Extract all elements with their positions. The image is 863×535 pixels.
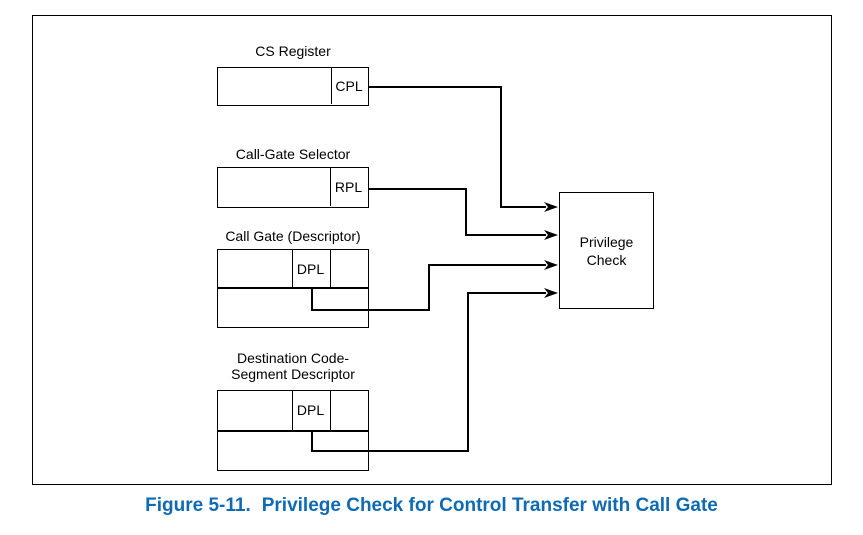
call-gate-descriptor-cell-divider-right — [329, 250, 331, 287]
cs-register-field-divider — [330, 68, 332, 104]
figure-caption-number: Figure 5-11. — [145, 495, 251, 516]
call-gate-selector-box: RPL — [217, 167, 369, 208]
destination-descriptor-title-line2: Segment Descriptor — [231, 366, 355, 382]
destination-descriptor-title: Destination Code- Segment Descriptor — [217, 350, 369, 382]
privilege-check-label-line1: Privilege — [579, 233, 634, 250]
destination-dpl-field-label: DPL — [296, 402, 325, 419]
destination-descriptor-cell-divider-left — [291, 391, 293, 430]
figure-border — [32, 15, 832, 485]
privilege-check-label-line2: Check — [586, 251, 627, 268]
cpl-field-label: CPL — [335, 78, 363, 94]
call-gate-selector-title: Call-Gate Selector — [235, 146, 351, 162]
destination-descriptor-cell-divider-right — [329, 391, 331, 430]
call-gate-descriptor-cell-divider-left — [291, 250, 293, 287]
cs-register-title: CS Register — [255, 43, 331, 59]
call-gate-descriptor-title: Call Gate (Descriptor) — [225, 228, 361, 244]
call-gate-dpl-field-label: DPL — [296, 260, 325, 277]
figure-caption-title: Privilege Check for Control Transfer wit… — [261, 495, 718, 516]
rpl-field-label: RPL — [334, 179, 363, 195]
call-gate-descriptor-row-divider — [218, 287, 368, 289]
figure-caption: Figure 5-11. Privilege Check for Control … — [0, 494, 863, 517]
destination-descriptor-box: DPL — [217, 390, 369, 471]
privilege-check-box: Privilege Check — [559, 192, 654, 309]
destination-descriptor-title-line1: Destination Code- — [236, 350, 350, 366]
call-gate-descriptor-box: DPL — [217, 249, 369, 328]
cs-register-box: CPL — [217, 67, 369, 106]
destination-descriptor-row-divider — [218, 429, 368, 432]
call-gate-selector-field-divider — [329, 168, 331, 206]
